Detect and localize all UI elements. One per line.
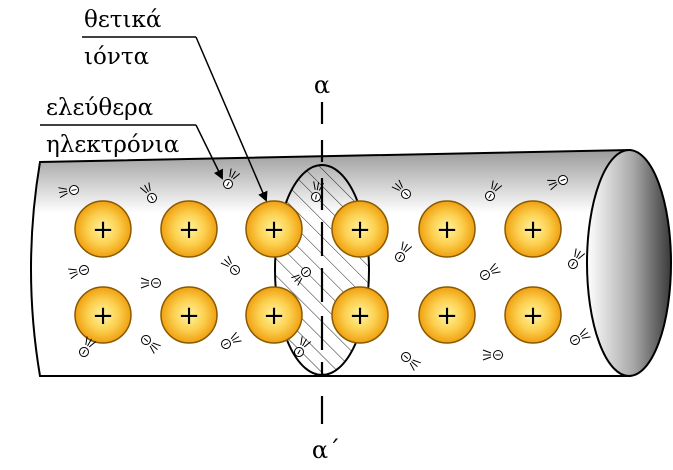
electron: [223, 168, 241, 189]
ion: +: [74, 200, 132, 258]
ion-sign: +: [92, 215, 114, 245]
ion: +: [245, 200, 303, 258]
ion-sign: +: [522, 215, 544, 245]
ion: +: [504, 286, 562, 344]
ion: +: [331, 200, 389, 258]
positive-ions-pointer: [195, 36, 268, 202]
electron: [401, 352, 421, 371]
electron: [485, 180, 503, 201]
electron: [570, 327, 591, 345]
ion-sign: +: [263, 215, 285, 245]
ion-sign: +: [349, 215, 371, 245]
electron: [291, 267, 311, 286]
electron: [294, 336, 312, 357]
positive-ions-label: θετικά ιόντα: [82, 7, 268, 202]
axis-bottom-label: α΄: [312, 436, 340, 464]
ion-sign: +: [522, 301, 544, 331]
electron: [68, 265, 89, 280]
ion: +: [245, 286, 303, 344]
positive-ions-label-line2: ιόντα: [84, 44, 149, 70]
free-electrons-label: ελεύθερα ηλεκτρόνια: [40, 95, 223, 180]
cylinder-end-cap: [586, 149, 672, 377]
electron: [140, 277, 161, 289]
electron: [58, 185, 79, 198]
free-electrons-label-line1: ελεύθερα: [46, 95, 153, 121]
electron: [139, 182, 157, 203]
ion-sign: +: [349, 301, 371, 331]
electron: [221, 331, 242, 349]
ion: +: [74, 286, 132, 344]
electron: [480, 262, 501, 280]
positive-ions-label-line1: θετικά: [84, 7, 161, 33]
ion-sign: +: [178, 301, 200, 331]
ion: +: [331, 286, 389, 344]
electron: [547, 175, 568, 191]
electron: [482, 349, 503, 361]
ion-sign: +: [178, 215, 200, 245]
ion: +: [418, 200, 476, 258]
electron: [395, 241, 413, 262]
ion-sign: +: [436, 301, 458, 331]
free-electrons-pointer: [195, 124, 223, 180]
ion: +: [504, 200, 562, 258]
axis-top-label: α: [314, 71, 330, 99]
electron: [311, 181, 324, 202]
ion: +: [160, 200, 218, 258]
ion-sign: +: [436, 215, 458, 245]
ion-sign: +: [263, 301, 285, 331]
electron: [79, 336, 97, 357]
electron: [141, 335, 161, 354]
electron: [568, 248, 586, 269]
free-electrons-label-line2: ηλεκτρόνια: [46, 132, 179, 158]
electron: [391, 179, 411, 199]
electron: [220, 255, 240, 275]
ion: +: [160, 286, 218, 344]
ion: +: [418, 286, 476, 344]
ion-sign: +: [92, 301, 114, 331]
